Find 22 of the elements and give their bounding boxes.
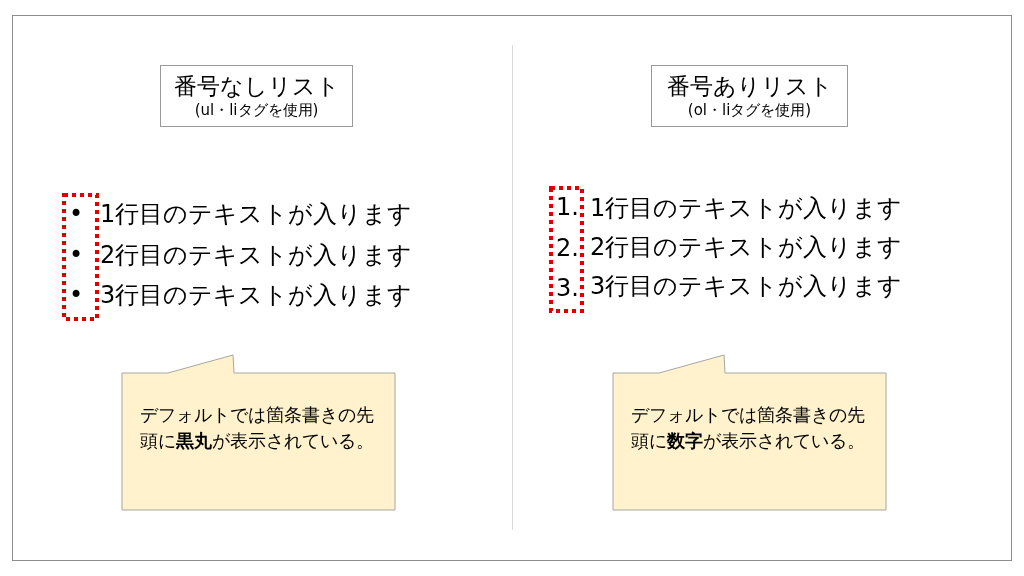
title-text: 番号ありリスト <box>666 72 833 100</box>
callout-text: デフォルトでは箇条書きの先頭に黒丸が表示されている。 <box>140 403 375 453</box>
list-item-text: 2行目のテキストが入ります <box>590 232 903 262</box>
list-item-text: 3行目のテキストが入ります <box>590 271 903 301</box>
list-item-text: 1行目のテキストが入ります <box>590 193 903 223</box>
list-marker: 1. <box>556 192 579 222</box>
list-item-text: 3行目のテキストが入ります <box>100 280 413 310</box>
list-marker: 2. <box>556 233 579 263</box>
title-box <box>160 65 353 127</box>
list-marker: • <box>69 199 84 229</box>
callout-text: デフォルトでは箇条書きの先頭に数字が表示されている。 <box>631 403 866 453</box>
list-marker: 3. <box>556 273 579 303</box>
subtitle-text: (ul・liタグを使用) <box>194 100 319 120</box>
title-text: 番号なしリスト <box>173 72 340 100</box>
highlight-box <box>62 193 99 321</box>
list-marker: • <box>69 280 84 310</box>
list-item-text: 2行目のテキストが入ります <box>100 240 413 270</box>
list-item-text: 1行目のテキストが入ります <box>100 199 413 229</box>
title-box <box>651 65 848 127</box>
list-marker: • <box>69 240 84 270</box>
subtitle-text: (ol・liタグを使用) <box>687 100 812 120</box>
highlight-box <box>549 186 584 313</box>
